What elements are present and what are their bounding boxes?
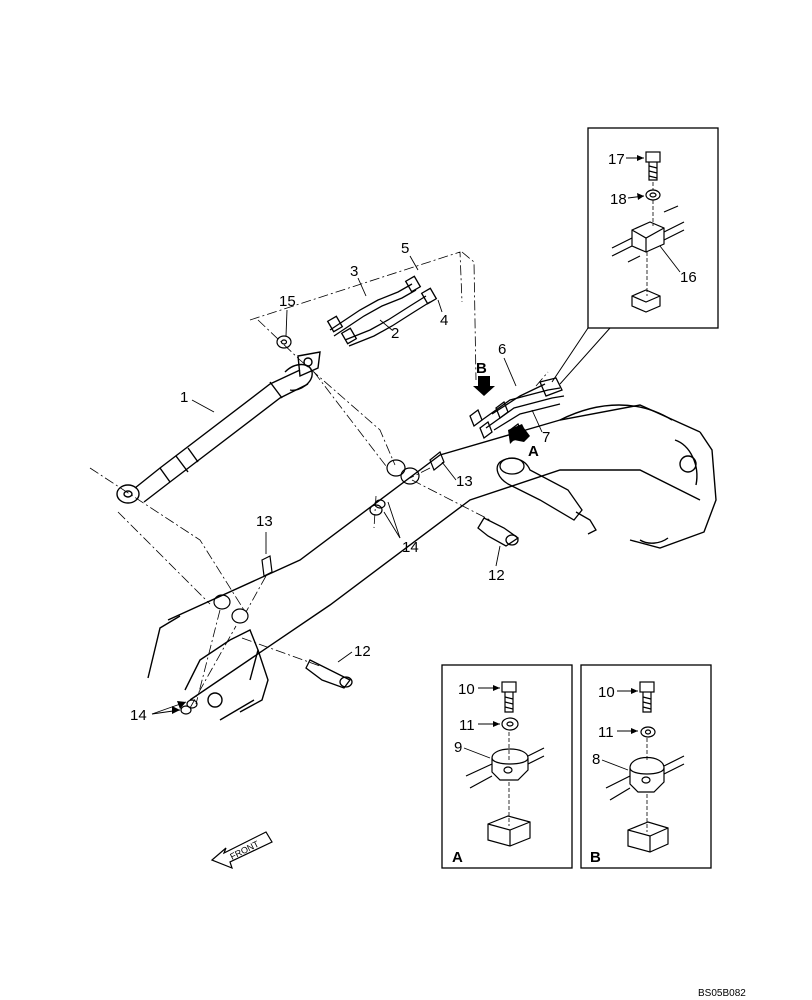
reference-lines [89, 251, 549, 709]
part-label-6: 6 [498, 341, 506, 358]
part-label-3: 3 [350, 263, 358, 280]
hydraulic-cylinder [116, 351, 321, 504]
front-arrow-icon [210, 831, 273, 870]
part-labels: 1 2 3 4 5 6 7 12 12 13 13 14 14 15 [130, 240, 550, 724]
inset-b-label-10: 10 [598, 684, 615, 701]
inset-b-label-8: 8 [592, 751, 600, 768]
inset-b-title: B [590, 849, 601, 866]
view-markers: B A [473, 360, 539, 460]
boom-arm [147, 404, 717, 721]
arrow-left-icon [508, 424, 530, 444]
inset-a: 10 11 9 A [441, 664, 573, 869]
inset-a-label-10: 10 [458, 681, 475, 698]
part-label-1: 1 [180, 389, 188, 406]
part-label-13-right: 13 [456, 473, 473, 490]
part-label-14-left: 14 [130, 707, 147, 724]
part-label-12-left: 12 [354, 643, 371, 660]
part-label-16: 16 [680, 269, 697, 286]
view-marker-a: A [528, 443, 539, 460]
part-label-7: 7 [542, 429, 550, 446]
drawing-code: BS05B082 [698, 988, 746, 999]
part-label-18: 18 [610, 191, 627, 208]
inset-a-label-11: 11 [459, 717, 475, 734]
part-label-5: 5 [401, 240, 409, 257]
inset-a-label-9: 9 [454, 739, 462, 756]
pins [305, 457, 597, 689]
hardware [180, 335, 445, 715]
part-label-15: 15 [279, 293, 296, 310]
inset-top: 17 18 16 [551, 127, 719, 385]
front-direction: FRONT [210, 831, 273, 870]
hydraulic-hoses [326, 275, 438, 347]
part-label-4: 4 [440, 312, 448, 329]
part-label-17: 17 [608, 151, 625, 168]
part-label-2: 2 [391, 325, 399, 342]
part-label-12-center: 12 [488, 567, 505, 584]
inset-a-title: A [452, 849, 463, 866]
arrow-down-icon [473, 376, 495, 396]
inset-b-label-11: 11 [598, 724, 614, 741]
inset-b: 10 11 8 B [580, 664, 712, 869]
part-label-14-center: 14 [402, 539, 419, 556]
view-marker-b: B [476, 360, 487, 377]
part-label-13-left: 13 [256, 513, 273, 530]
